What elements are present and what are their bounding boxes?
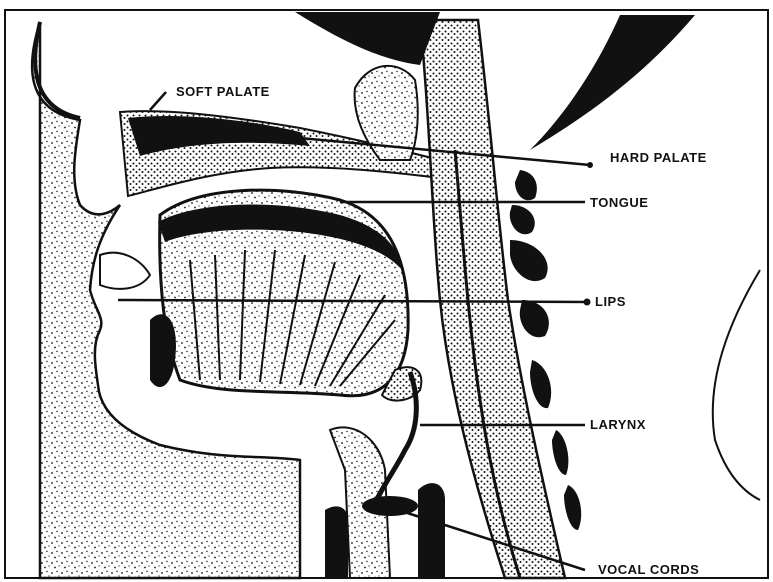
label-tongue: TONGUE <box>590 195 648 210</box>
label-lips: LIPS <box>595 294 626 309</box>
label-vocal-cords: VOCAL CORDS <box>598 562 699 577</box>
esophagus-shape <box>418 483 445 578</box>
label-soft-palate: SOFT PALATE <box>176 84 270 99</box>
lower-trachea-shape <box>325 506 348 578</box>
label-hard-palate: HARD PALATE <box>610 150 707 165</box>
label-larynx: LARYNX <box>590 417 646 432</box>
